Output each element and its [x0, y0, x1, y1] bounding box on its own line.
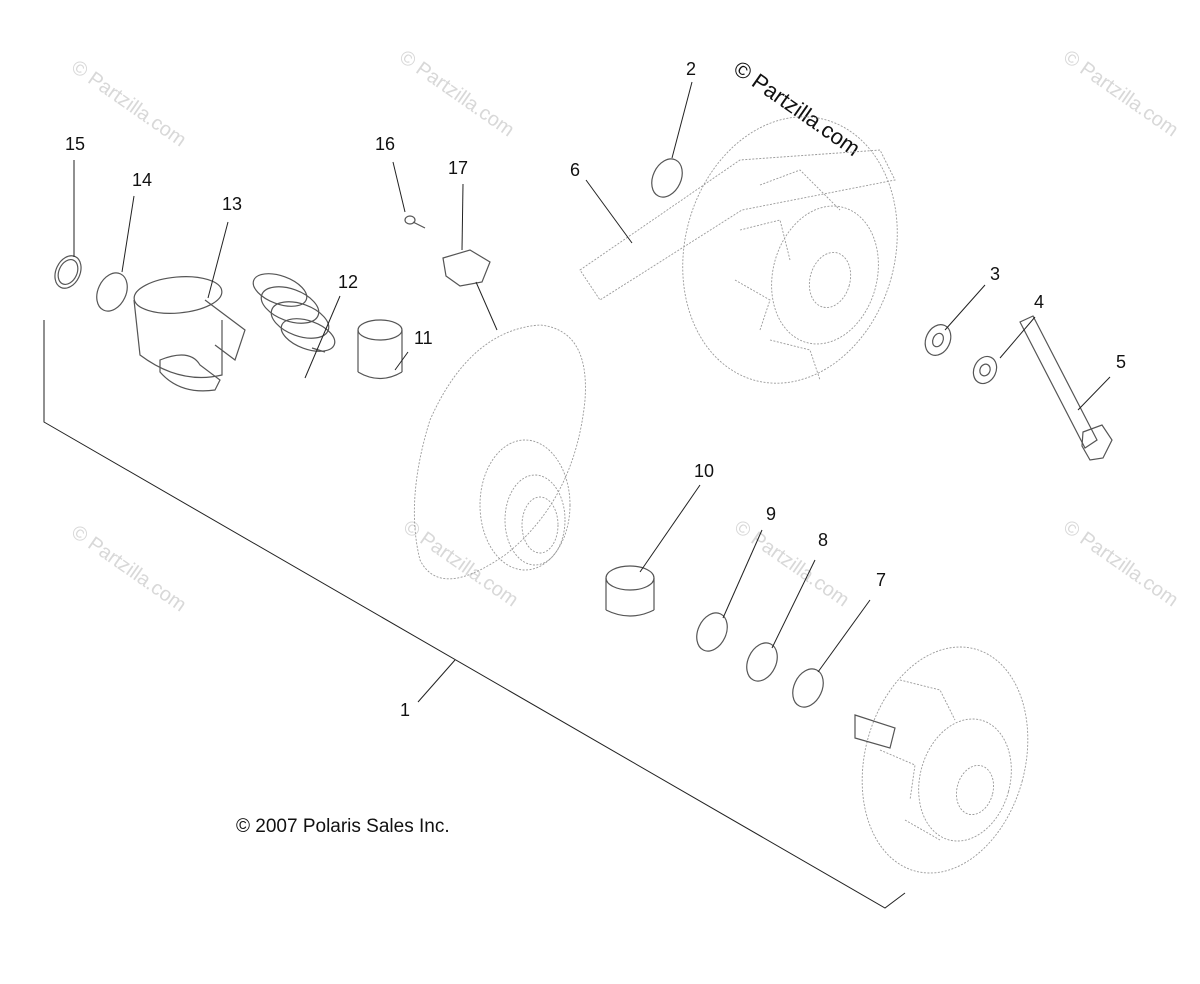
watermark: © Partzilla.com [1059, 516, 1182, 611]
partzilla-watermark: © Partzilla.com [729, 56, 865, 162]
stationary-sheave [854, 646, 1029, 874]
part-10-bushing [605, 565, 655, 617]
part-7-washer [792, 668, 824, 708]
callout-16: 16 [375, 134, 395, 154]
part-2-washer [651, 158, 683, 198]
part-17-button [442, 249, 491, 287]
callout-12: 12 [338, 272, 358, 292]
movable-sheave [413, 324, 586, 580]
watermark: © Partzilla.com [67, 521, 190, 616]
callout-15: 15 [65, 134, 85, 154]
callout-10: 10 [694, 461, 714, 481]
callout-17: 17 [448, 158, 468, 178]
callout-1: 1 [400, 700, 410, 720]
upper-clutch-assembly [579, 116, 898, 384]
callout-5: 5 [1116, 352, 1126, 372]
callout-3: 3 [990, 264, 1000, 284]
callout-9: 9 [766, 504, 776, 524]
callout-8: 8 [818, 530, 828, 550]
watermark: © Partzilla.com [1059, 46, 1182, 141]
part-15-snap-ring [54, 255, 82, 289]
watermark: © Partzilla.com [399, 516, 522, 611]
part-9-washer [696, 612, 728, 652]
part-11-bushing [357, 319, 403, 380]
watermark: © Partzilla.com [395, 46, 518, 141]
part-14-washer [96, 272, 128, 312]
copyright-notice: © 2007 Polaris Sales Inc. [236, 816, 450, 837]
part-16-screw [404, 215, 426, 229]
callout-14: 14 [132, 170, 152, 190]
assembly-bracket [43, 320, 906, 909]
watermark-group: © Partzilla.com © Partzilla.com © Partzi… [67, 46, 1182, 616]
callout-2: 2 [686, 59, 696, 79]
part-13-cover [133, 276, 246, 392]
watermark: © Partzilla.com [730, 516, 853, 611]
callout-13: 13 [222, 194, 242, 214]
callout-4: 4 [1034, 292, 1044, 312]
callouts: 1 2 3 4 5 6 7 8 9 10 11 12 13 14 15 16 1… [65, 59, 1126, 720]
callout-7: 7 [876, 570, 886, 590]
part-8-washer [746, 642, 778, 682]
leader-lines [73, 81, 1111, 703]
callout-11: 11 [414, 328, 433, 348]
part-4-washer [972, 355, 998, 385]
part-3-washer [924, 324, 952, 356]
part-12-spring [252, 273, 336, 353]
part-5-bolt [1019, 315, 1113, 461]
callout-6: 6 [570, 160, 580, 180]
watermark: © Partzilla.com [67, 56, 190, 151]
